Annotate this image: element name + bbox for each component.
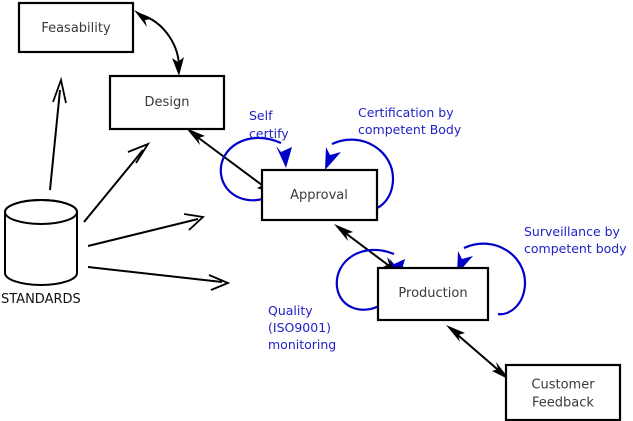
- arrowhead-self-certify: [276, 146, 292, 168]
- node-customer-feedback[interactable]: Customer Feedback: [504, 363, 622, 421]
- loop-surveillance-path: [463, 242, 527, 316]
- arrowhead-certification: [325, 147, 341, 170]
- annotation-certification: Certification by competent Body: [358, 105, 462, 137]
- node-production-box[interactable]: [376, 266, 490, 322]
- edge-standards-feasability: [49, 76, 67, 191]
- annotation-surveillance-line1: Surveillance by: [524, 224, 621, 239]
- node-feasability-label: Feasability: [41, 21, 111, 36]
- arrowhead-standards-production: [208, 274, 231, 291]
- node-design-box[interactable]: [108, 74, 226, 131]
- annotation-quality-line3: monitoring: [268, 337, 336, 352]
- annotation-quality: Quality (ISO9001) monitoring: [268, 303, 336, 352]
- edge-feasability-design: [134, 10, 184, 76]
- node-standards-label: STANDARDS: [1, 292, 81, 307]
- node-approval-label: Approval: [290, 188, 348, 203]
- arrowhead-standards-approval: [183, 213, 205, 231]
- node-customer-feedback-label-line2: Feedback: [532, 396, 594, 411]
- node-approval-box[interactable]: [260, 168, 379, 222]
- node-customer-feedback-label-line1: Customer: [531, 378, 595, 393]
- node-feasability[interactable]: Feasability: [17, 1, 135, 54]
- edge-standards-design: [83, 142, 151, 223]
- annotation-certification-line2: competent Body: [358, 122, 462, 137]
- arrowhead-to-production-2: [446, 325, 465, 342]
- loop-quality-path: [335, 248, 395, 311]
- edge-design-approval-line: [191, 132, 271, 192]
- annotation-quality-line1: Quality: [268, 303, 313, 318]
- node-design-label: Design: [145, 95, 190, 110]
- node-approval[interactable]: Approval: [260, 168, 379, 222]
- node-feasability-box[interactable]: [17, 1, 135, 54]
- arrowhead-standards-design: [127, 142, 151, 164]
- annotation-self-certify: Self certify: [249, 108, 289, 141]
- arrowhead-to-design: [172, 57, 184, 76]
- edge-production-customer-feedback-line: [451, 329, 505, 376]
- annotation-certification-line1: Certification by: [358, 105, 454, 120]
- annotation-quality-line2: (ISO9001): [268, 320, 331, 335]
- edge-standards-approval: [87, 213, 205, 247]
- edge-standards-approval-line: [87, 218, 199, 247]
- cylinder-top-ellipse: [4, 199, 78, 225]
- arrowhead-standards-feasability: [52, 76, 67, 104]
- cylinder-body[interactable]: [4, 199, 78, 286]
- edge-standards-production: [87, 266, 231, 291]
- edge-production-customer-feedback: [446, 325, 510, 380]
- edge-standards-feasability-line: [49, 89, 61, 191]
- node-production-label: Production: [398, 286, 467, 301]
- node-production[interactable]: Production: [376, 266, 490, 322]
- arrowhead-to-feasability: [134, 10, 152, 27]
- edge-standards-design-line: [83, 149, 144, 223]
- edge-standards-production-line: [87, 266, 223, 283]
- annotation-surveillance-line2: competent body: [524, 241, 627, 256]
- arrowhead-to-design-2: [186, 128, 205, 145]
- annotation-surveillance: Surveillance by competent body: [524, 224, 627, 256]
- node-design[interactable]: Design: [108, 74, 226, 131]
- loop-self-certify-path: [219, 136, 282, 202]
- loop-self-certify: [219, 136, 292, 202]
- annotation-self-certify-line1: Self: [249, 108, 273, 123]
- node-standards-datastore[interactable]: STANDARDS: [1, 199, 81, 307]
- annotation-self-certify-line2: certify: [249, 126, 289, 141]
- node-customer-feedback-box[interactable]: [504, 363, 622, 421]
- arrowhead-to-approval-2: [334, 224, 353, 241]
